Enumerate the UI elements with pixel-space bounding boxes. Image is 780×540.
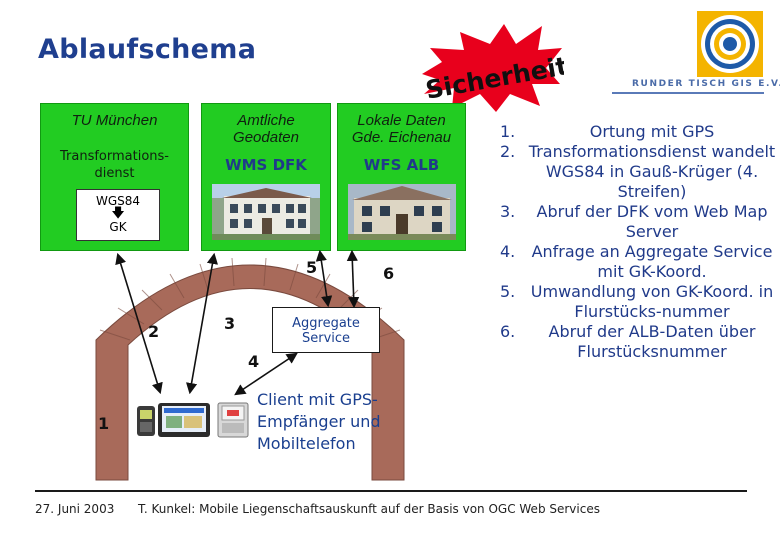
local-service: WFS ALB [363,156,440,174]
step-item-text: Abruf der ALB-Daten über Flurstücksnumme… [548,322,756,361]
step-item-num: 1. [500,122,516,141]
target-circles-icon [697,11,763,77]
step-item: 2. Transformationsdienst wandelt WGS84 in… [494,142,780,202]
building-photo [212,184,320,240]
step-item-num: 2. [500,142,516,161]
footer-divider [35,490,747,492]
local-name: Lokale Daten Gde. Eichenau [351,112,452,146]
page-title: Ablaufschema [38,34,257,65]
footer-title: T. Kunkel: Mobile Liegenschaftsauskunft … [138,502,600,516]
arrow-step-4 [234,352,298,396]
step-number-3: 3 [224,314,236,333]
conversion-from: WGS84 [95,194,141,208]
step-item-text: Abruf der DFK vom Web Map Server [536,202,768,241]
footer-date: 27. Juni 2003 [35,502,115,516]
sicherheit-stamp: Sicherheit! [422,24,564,112]
step-item: 5. Umwandlung von GK-Koord. in Flurstücks… [494,282,780,322]
box-lokale-daten: Lokale Daten Gde. Eichenau WFS ALB [337,103,466,251]
logo-underline [612,92,764,94]
conversion-to: GK [109,220,127,234]
arrow-step-6 [346,249,360,309]
aggregate-label: Aggregate Service [292,316,360,346]
step-item: 6. Abruf der ALB-Daten über Flurstücksnum… [494,322,780,362]
step-item: 3. Abruf der DFK vom Web Map Server [494,202,780,242]
step-number-5: 5 [306,258,318,277]
geo-name: Amtliche Geodaten [233,112,299,146]
starburst-shape [422,24,562,112]
pda-icon [158,403,210,437]
step-number-6: 6 [383,264,395,283]
step-number-4: 4 [248,352,260,371]
mobile-phone-icon [217,402,249,438]
tum-service: Transformations- dienst [60,149,169,181]
logo-text: RUNDER TISCH GIS E.V. [632,79,780,89]
tum-name: TU München [71,112,158,129]
step-item-text: Transformationsdienst wandelt WGS84 in G… [528,142,776,201]
gps-device-icon [137,406,155,436]
box-amtliche-geodaten: Amtliche Geodaten WMS DFK [201,103,331,251]
steps-list: 1. Ortung mit GPS 2. Transformationsdienst… [494,122,780,362]
step-item: 4. Anfrage an Aggregate Service mit GK-Ko… [494,242,780,282]
aggregate-service-box: Aggregate Service [272,307,380,353]
step-item-text: Ortung mit GPS [589,122,715,141]
step-item-num: 5. [500,282,516,301]
arrow-step-3 [186,252,218,395]
step-item-num: 4. [500,242,516,261]
step-item-num: 3. [500,202,516,221]
arrow-step-5 [315,249,333,308]
step-item-num: 6. [500,322,516,341]
arrow-down-icon: 🡇 [111,206,125,221]
step-item: 1. Ortung mit GPS [494,122,780,142]
step-number-2: 2 [148,322,160,341]
conversion-box: WGS84 🡇 GK [76,189,160,241]
client-label: Client mit GPS- Empfänger und Mobiltelef… [257,390,381,453]
step-item-text: Umwandlung von GK-Koord. in Flurstücks-n… [530,282,774,321]
townhall-photo [348,184,456,240]
arrow-step-2 [115,252,163,395]
geo-service: WMS DFK [225,156,307,174]
step-number-1: 1 [98,414,110,433]
step-item-text: Anfrage an Aggregate Service mit GK-Koor… [531,242,773,281]
